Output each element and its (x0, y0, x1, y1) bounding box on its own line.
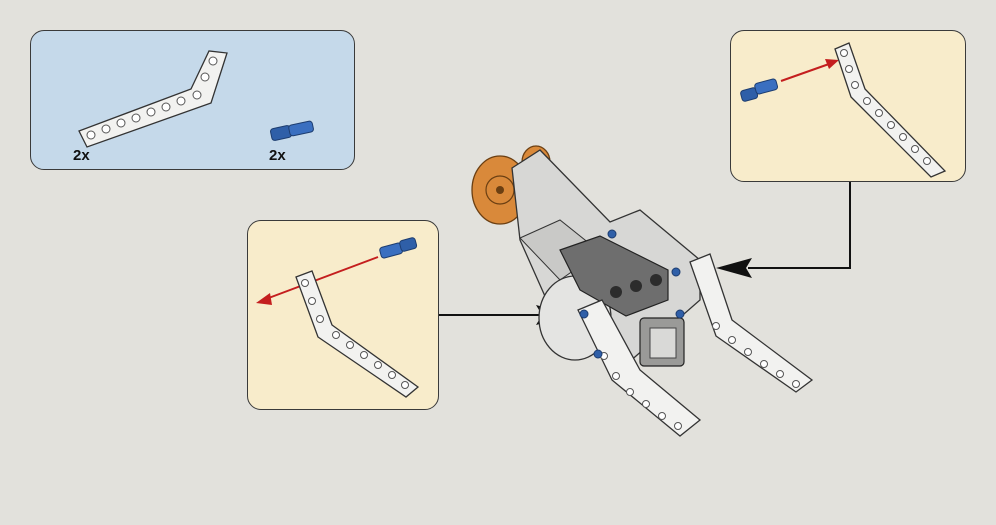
substep-panel-left (247, 220, 439, 410)
bent-beam-icon (834, 42, 947, 178)
insert-arrow (780, 59, 839, 82)
axle-pin-icon (579, 229, 685, 359)
bent-beam-icon (577, 299, 702, 437)
substep-left-graphics (256, 237, 420, 398)
substep-right-graphics (740, 42, 947, 178)
beam-quantity-label: 2x (73, 147, 90, 164)
motor-assembly (471, 145, 814, 437)
bent-beam-icon (78, 50, 228, 148)
bent-beam-icon (295, 270, 420, 398)
pin-quantity-label: 2x (269, 147, 286, 164)
substep-panel-right (730, 30, 966, 182)
insert-arrow (256, 256, 379, 305)
parts-list-panel: 2x 2x (30, 30, 355, 170)
axle-pin-icon (740, 78, 779, 102)
axle-pin-icon (270, 120, 314, 141)
axle-pin-icon (379, 237, 418, 259)
callout-arrow-right (716, 182, 851, 278)
bent-beam-icon (689, 253, 814, 393)
parts-list-graphics (78, 50, 314, 148)
